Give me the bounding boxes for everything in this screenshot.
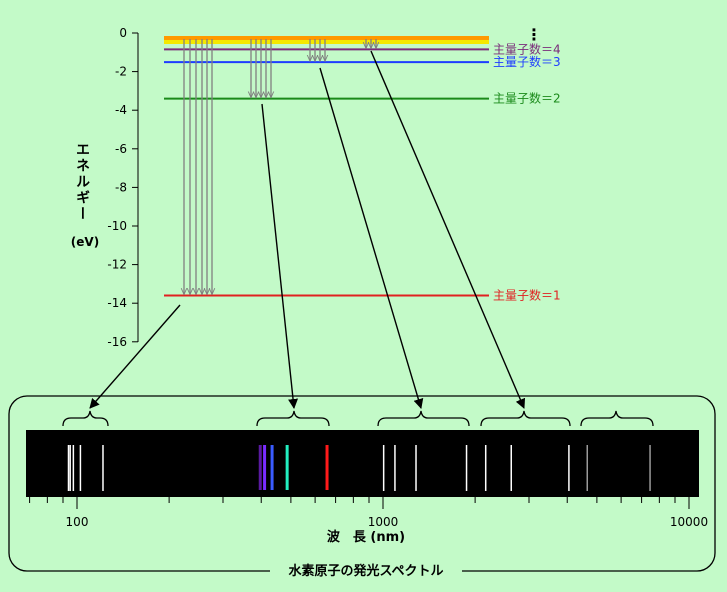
- energy-tick-label: -12: [107, 258, 127, 272]
- balmer-pointer-arrow: [261, 103, 299, 409]
- energy-level-label-n2: 主量子数＝2: [493, 91, 561, 106]
- spectrum-strip: [26, 430, 699, 497]
- paschen-pointer-arrow: [319, 67, 424, 409]
- energy-tick-label: -16: [107, 335, 127, 349]
- continuation-dots: ⋮: [526, 25, 542, 44]
- paschen-brace: [377, 410, 470, 427]
- series-pointer-arrows: [89, 50, 526, 409]
- wavelength-axis-label: 波 長 (nm): [327, 529, 405, 545]
- transition-arrows: [184, 39, 376, 294]
- energy-tick-label: -10: [107, 219, 127, 233]
- pfund-brace: [580, 410, 654, 427]
- brackett-pointer-arrow: [370, 50, 526, 409]
- spectrum-title: 水素原子の発光スペクトル: [288, 563, 443, 579]
- wavelength-tick-label: 100: [66, 515, 89, 529]
- lyman-brace: [62, 410, 109, 427]
- upper-level-band-yellow: [164, 40, 489, 44]
- energy-level-label-n1: 主量子数＝1: [493, 287, 561, 302]
- energy-level-label-n4: 主量子数＝4: [493, 41, 561, 56]
- energy-axis-ticks: 0 -2 -4 -6 -8 -10 -12 -14 -16: [107, 26, 138, 349]
- energy-axis-ylabel: エネルギー: [74, 142, 90, 222]
- spectrum-title-backdrop: [270, 560, 462, 580]
- spectral-lines: [67, 445, 651, 491]
- upper-levels-band: ⋮: [164, 25, 542, 44]
- balmer-brace: [256, 410, 330, 427]
- energy-tick-label: 0: [119, 26, 127, 40]
- energy-axis: 0 -2 -4 -6 -8 -10 -12 -14 -16 エネルギー (eV): [71, 26, 139, 349]
- energy-axis-unit: (eV): [71, 235, 99, 249]
- energy-tick-label: -6: [115, 142, 127, 156]
- energy-tick-label: -8: [115, 180, 127, 194]
- upper-level-band-orange: [164, 36, 489, 40]
- wavelength-tick-label: 1000: [368, 515, 399, 529]
- energy-tick-label: -2: [115, 65, 127, 79]
- series-braces: [62, 410, 654, 427]
- energy-tick-label: -4: [115, 103, 127, 117]
- spectrum-panel: 水素原子の発光スペクトル 100 1000 10000 波 長 (nm): [8, 395, 716, 580]
- wavelength-tick-label: 10000: [670, 515, 708, 529]
- energy-level-label-n3: 主量子数＝3: [493, 54, 561, 69]
- wavelength-axis: 100 1000 10000: [29, 497, 708, 529]
- lyman-pointer-arrow: [89, 304, 181, 409]
- energy-tick-label: -14: [107, 296, 127, 310]
- brackett-brace: [480, 410, 571, 427]
